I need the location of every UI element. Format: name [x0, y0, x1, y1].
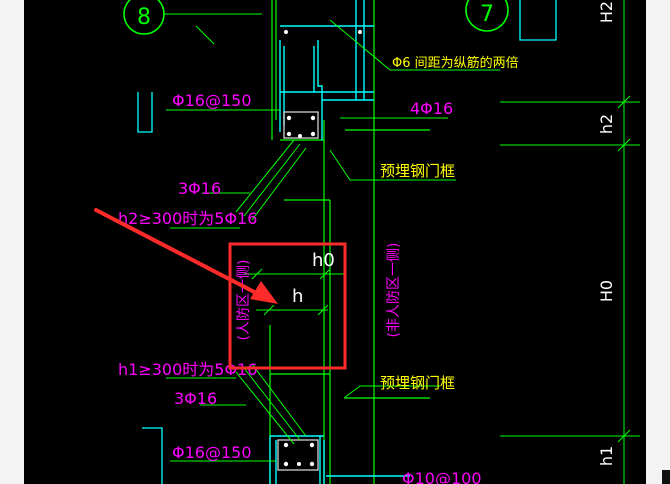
rebar-dots	[283, 30, 362, 467]
embedded-frame-label-top: 预埋钢门框	[380, 162, 455, 180]
dim-label-h0-inner: h0	[312, 250, 335, 271]
stirrup-label-cut: Φ10@100	[402, 469, 482, 484]
diagonal-rebars	[200, 139, 307, 445]
dim-label-h: h	[292, 286, 303, 307]
dim-label-H2: H2	[597, 1, 616, 23]
zone-label-non-civil-defense: (非人防区一侧)	[386, 243, 402, 338]
dimension-lines	[500, 0, 640, 484]
door-frame-profile	[269, 0, 410, 484]
axis-label-right: 7	[480, 2, 494, 27]
stirrups	[277, 111, 319, 471]
drawing-canvas	[24, 0, 646, 484]
embedded-frame-label-bottom: 预埋钢门框	[380, 374, 455, 392]
wall-outline-top-right	[519, 0, 557, 41]
bar-spacing-note: Φ6 间距为纵筋的两倍	[392, 55, 519, 71]
dim-label-h2: h2	[597, 114, 616, 134]
axis-label-left: 8	[137, 5, 151, 30]
gutter-marker	[662, 470, 670, 484]
condition-h2: h2≥300时为5Φ16	[118, 209, 257, 228]
diag-bar-label-top: 3Φ16	[178, 179, 221, 198]
diag-bar-label-bottom: 3Φ16	[174, 389, 217, 408]
leader-lines	[166, 19, 500, 462]
stirrup-label-top: Φ16@150	[172, 91, 252, 110]
highlight-box	[228, 242, 347, 370]
dim-label-H0: H0	[597, 280, 616, 302]
red-arrow-icon	[94, 208, 278, 304]
opening-dimensions	[244, 268, 344, 316]
axis-bubble-7: 7	[465, 0, 509, 32]
condition-h1: h1≥300时为5Φ16	[118, 360, 257, 379]
stirrup-label-bottom: Φ16@150	[172, 443, 252, 462]
zone-label-civil-defense: (人防区一侧)	[236, 260, 252, 341]
section-brackets	[137, 92, 163, 484]
axis-bubble-8: 8	[123, 0, 262, 35]
main-bar-label: 4Φ16	[410, 99, 453, 118]
scroll-gutter[interactable]	[646, 0, 670, 484]
dim-label-h1: h1	[597, 446, 616, 466]
